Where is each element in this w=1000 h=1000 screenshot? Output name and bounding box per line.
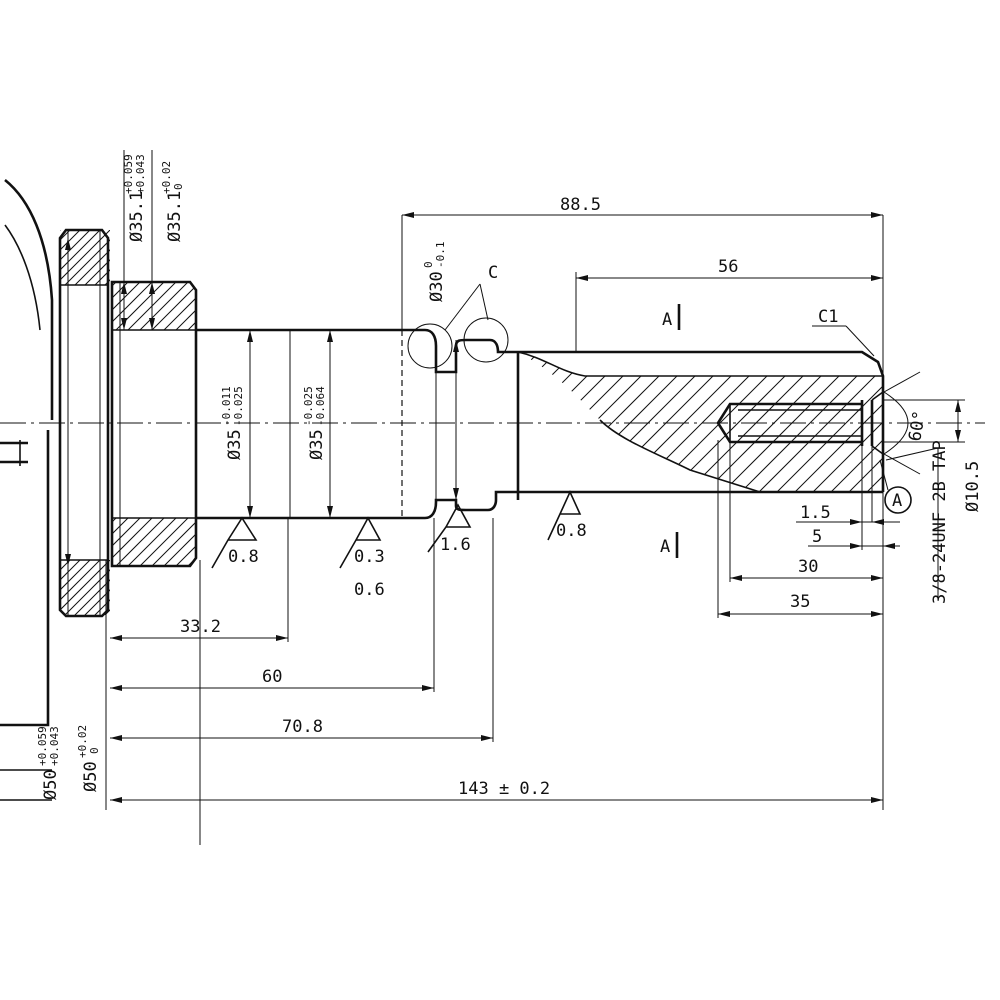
roughness-1: 0.8 [228,547,259,567]
dia-flange-bore-alt: Ø35.1 +0.02 0 [160,161,185,242]
dim-1-5: 1.5 [800,503,831,523]
dim-33-2: 33.2 [180,617,221,637]
dia-hub-alt: Ø50 +0.02 0 [76,725,101,792]
section-marker-bottom: A [660,532,679,558]
svg-text:3/8-24UNF 2B TAP: 3/8-24UNF 2B TAP [930,440,950,604]
detail-c: C [407,263,509,369]
shaft-body [196,328,885,520]
dim-5: 5 [812,527,822,547]
svg-text:-0.011: -0.011 [220,386,233,426]
svg-text:0: 0 [422,261,435,268]
roughness-symbols: 0.8 0.3 0.6 1.6 0.8 [211,490,587,600]
tap-leader [885,447,939,461]
crank-web-outline [0,178,54,801]
svg-text:A: A [892,491,902,511]
roughness-4: 1.6 [440,535,471,555]
svg-text:A: A [662,310,672,330]
collar-top-hatch [112,282,196,330]
detail-c-label: C [488,263,498,283]
collar-bottom-hatch [112,518,196,566]
dim-35: 35 [790,592,810,612]
svg-text:+0.02: +0.02 [76,725,89,758]
svg-text:+0.059: +0.059 [122,154,135,194]
extension-lines [105,150,965,845]
flange-top-hatch [60,230,110,285]
svg-text:Ø50: Ø50 [41,769,61,800]
svg-text:-0.025: -0.025 [302,386,315,426]
roughness-2: 0.3 [354,547,385,567]
svg-text:Ø35.1: Ø35.1 [165,191,185,242]
dim-88-5: 88.5 [560,195,601,215]
dia-neck: Ø30 0 -0.1 [422,242,447,303]
dia-flange-bore: Ø35.1 +0.059 +0.043 [122,154,147,242]
collar [110,280,198,568]
chamfer-callout: C1 [812,307,875,357]
svg-text:-0.025: -0.025 [232,386,245,426]
dim-56: 56 [718,257,738,277]
svg-text:Ø10.5: Ø10.5 [963,461,983,512]
roughness-3: 0.6 [354,580,385,600]
svg-text:Ø35: Ø35 [307,429,327,460]
tap-callout: 3/8-24UNF 2B TAP [930,440,950,604]
svg-text:0: 0 [172,183,185,190]
dim-70-8: 70.8 [282,717,323,737]
section-marker-top: A [662,304,681,330]
svg-text:-0.1: -0.1 [434,242,447,269]
dimension-lines [65,212,961,803]
dim-60: 60 [262,667,282,687]
dia-shaft-b: Ø35 -0.025 -0.064 [302,386,327,460]
svg-text:-0.064: -0.064 [314,386,327,426]
dim-30: 30 [798,557,818,577]
svg-text:+0.043: +0.043 [48,726,61,766]
svg-text:Ø35.1: Ø35.1 [127,191,147,242]
dia-pilot: Ø10.5 [963,461,983,512]
dia-shaft-a: Ø35 -0.011 -0.025 [220,386,245,460]
svg-text:+0.043: +0.043 [134,154,147,194]
svg-text:Ø35: Ø35 [225,429,245,460]
dim-143: 143 ± 0.2 [458,779,550,799]
svg-text:A: A [660,537,670,557]
dia-hub: Ø50 +0.059 +0.043 [36,726,61,800]
svg-text:Ø50: Ø50 [81,761,101,792]
view-a-marker: A [879,459,912,514]
svg-text:+0.059: +0.059 [36,726,49,766]
svg-text:Ø30: Ø30 [427,271,447,302]
roughness-5: 0.8 [556,521,587,541]
svg-text:C1: C1 [818,307,838,327]
svg-text:+0.02: +0.02 [160,161,173,194]
svg-text:0: 0 [88,747,101,754]
svg-text:60°: 60° [905,409,930,443]
